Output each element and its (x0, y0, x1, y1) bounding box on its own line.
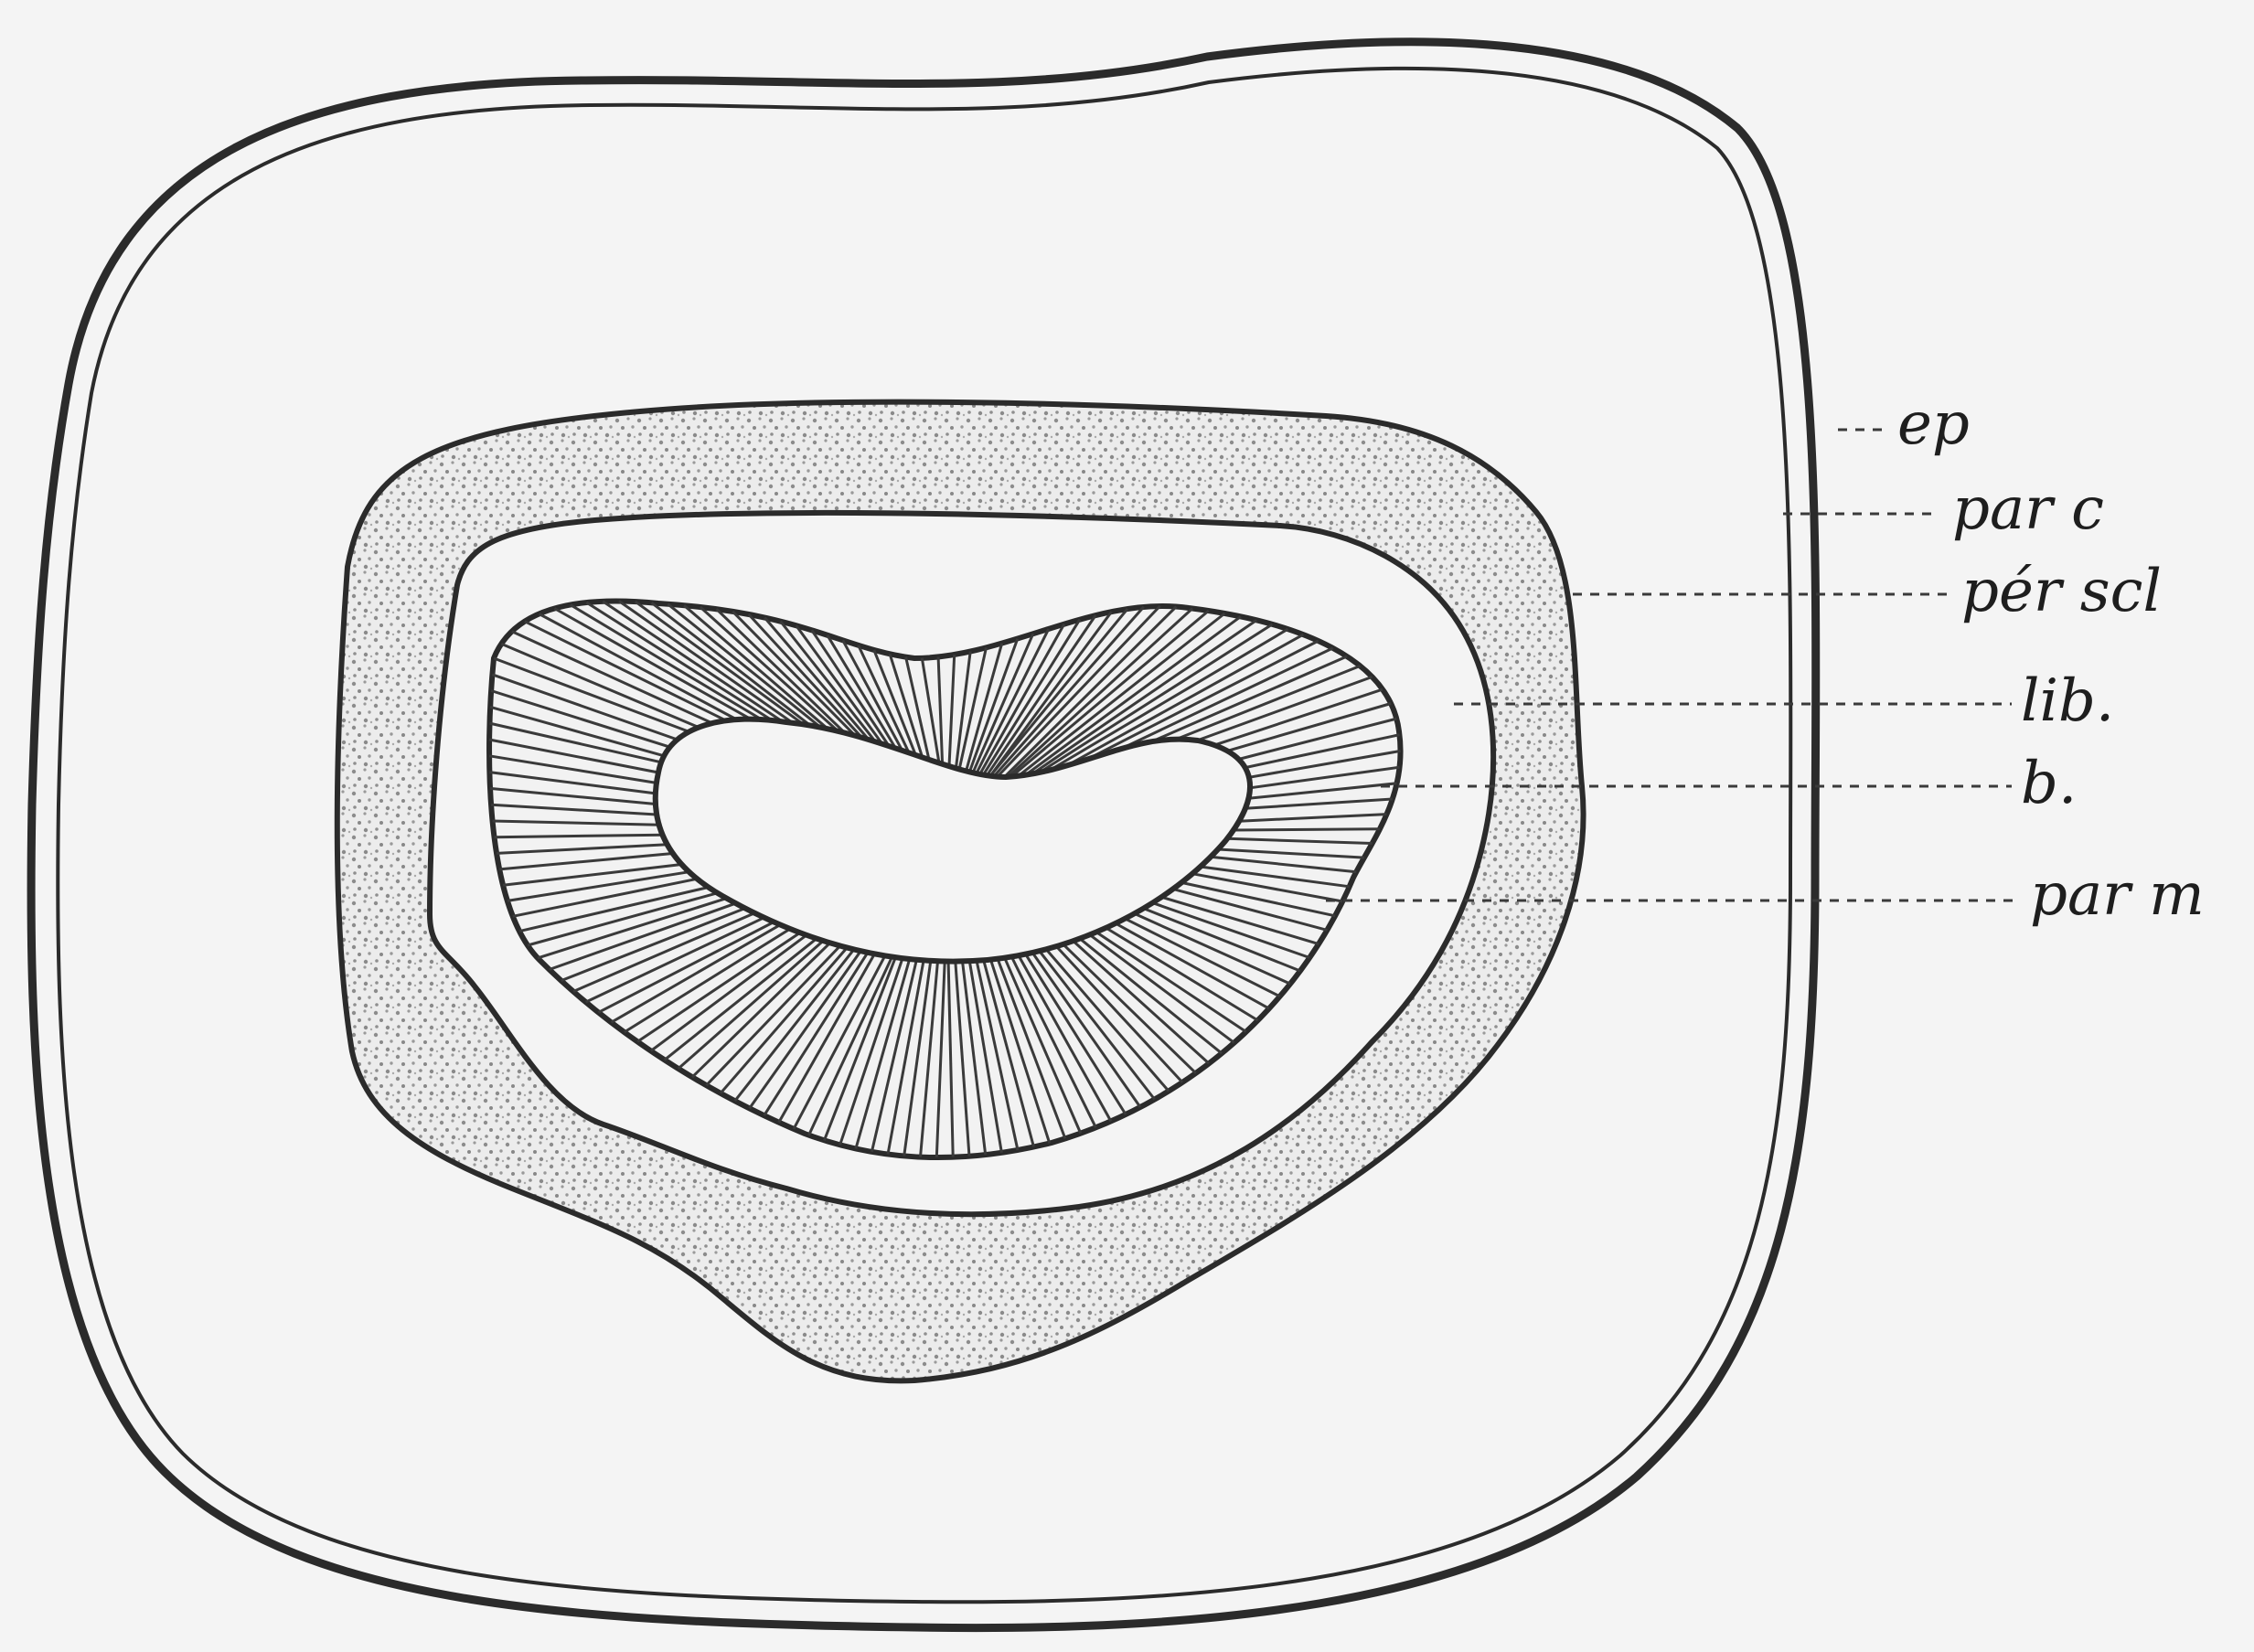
label-b: b. (2021, 750, 2077, 817)
xylem-band (489, 602, 1401, 1158)
label-group: ep par c pér scl lib. b. par m (1897, 390, 2205, 929)
xylem-striation (1234, 829, 1380, 830)
label-par-m: par m (2030, 861, 2205, 929)
label-per-scl: pér scl (1961, 558, 2162, 625)
label-ep: ep (1897, 390, 1970, 458)
label-lib: lib. (2021, 667, 2114, 735)
label-par-c: par c (1952, 475, 2104, 543)
